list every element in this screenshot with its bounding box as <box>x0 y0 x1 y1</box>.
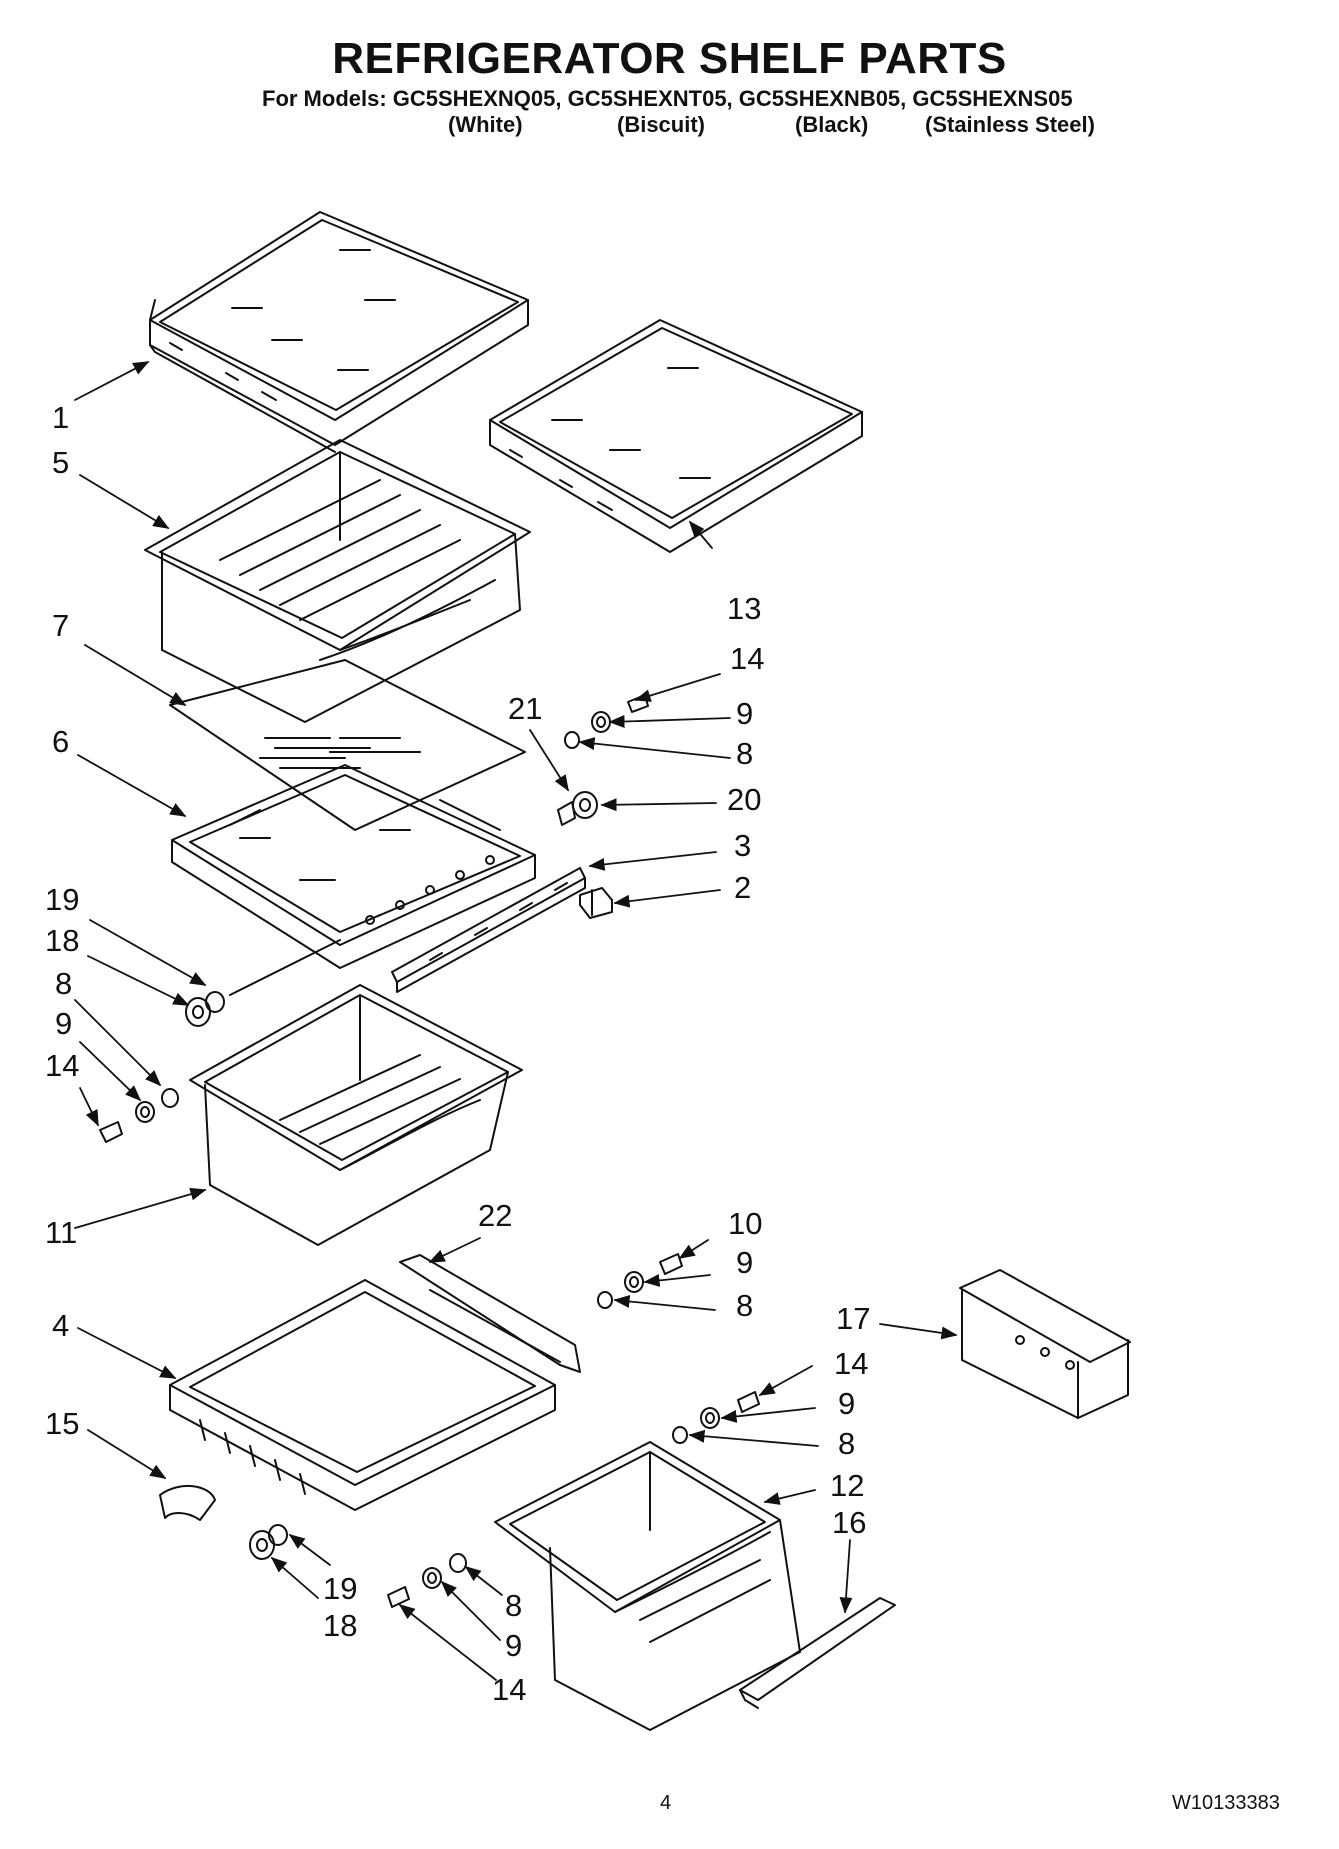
hardware-right-middle <box>597 1253 683 1309</box>
callout-label: 14 <box>45 1048 80 1083</box>
model-list: For Models: GC5SHEXNQ05, GC5SHEXNT05, GC… <box>262 86 1073 111</box>
page-number: 4 <box>660 1792 672 1814</box>
callout-label: 9 <box>505 1628 523 1663</box>
hardware-left <box>99 1088 179 1143</box>
callout-label: 14 <box>834 1346 869 1381</box>
callout-label: 8 <box>505 1588 523 1623</box>
model-colors: (White) (Biscuit) (Black) (Stainless Ste… <box>0 112 1339 142</box>
callout-label: 14 <box>492 1672 527 1707</box>
callout-label: 18 <box>45 923 80 958</box>
callout-label: 9 <box>736 1245 754 1280</box>
roller-part-18-19-left <box>185 939 341 1027</box>
callout-label: 21 <box>508 691 543 726</box>
callout-label: 9 <box>838 1386 856 1421</box>
callout-label: 8 <box>736 736 754 771</box>
bin-part-17 <box>959 1269 1131 1419</box>
callout-label: 10 <box>728 1206 763 1241</box>
page-title: REFRIGERATOR SHELF PARTS <box>332 34 1007 83</box>
callout-label: 8 <box>55 966 73 1001</box>
callout-label: 19 <box>45 882 80 917</box>
crisper-cover-part-6 <box>171 764 536 969</box>
callout-label: 16 <box>832 1505 867 1540</box>
crisper-drawer-part-5 <box>144 439 531 723</box>
callout-label: 11 <box>45 1215 78 1250</box>
color-biscuit: (Biscuit) <box>617 112 705 137</box>
callout-label: 18 <box>323 1608 358 1643</box>
clip-part-2 <box>579 887 613 919</box>
callout-label: 1 <box>52 400 70 435</box>
crisper-drawer-part-11 <box>189 984 523 1246</box>
hardware-right-lower <box>672 1391 760 1444</box>
callout-label: 8 <box>838 1426 856 1461</box>
callout-label: 14 <box>730 641 765 676</box>
color-stainless-steel: (Stainless Steel) <box>925 112 1095 137</box>
callout-label: 8 <box>736 1288 754 1323</box>
callout-label: 3 <box>734 828 752 863</box>
trim-part-16 <box>739 1597 896 1709</box>
shelf-frame-part-4 <box>169 1279 556 1511</box>
callout-label: 5 <box>52 445 70 480</box>
roller-part-18-19-lower <box>249 1524 288 1560</box>
drawer-part-12 <box>494 1441 801 1731</box>
slide-rail-part-3 <box>391 867 586 993</box>
callout-label: 7 <box>52 608 70 643</box>
glass-shelf-part-1 <box>149 211 529 453</box>
color-black: (Black) <box>795 112 869 137</box>
callout-label: 6 <box>52 724 70 759</box>
callout-label: 9 <box>55 1006 73 1041</box>
callout-label: 9 <box>736 696 754 731</box>
callout-label: 17 <box>836 1301 871 1336</box>
callout-label: 15 <box>45 1406 80 1441</box>
callout-label: 19 <box>323 1571 358 1606</box>
glass-insert-part-7 <box>169 659 526 831</box>
callout-label: 22 <box>478 1198 513 1233</box>
document-number: W10133383 <box>1172 1792 1280 1814</box>
glass-shelf-part-13 <box>489 319 863 553</box>
color-white: (White) <box>448 112 523 137</box>
tab-part-15 <box>159 1484 216 1521</box>
callout-label: 13 <box>727 591 762 626</box>
leader-arrows <box>74 361 958 1681</box>
hardware-bottom <box>387 1553 467 1608</box>
callout-label: 12 <box>830 1468 865 1503</box>
callout-label: 4 <box>52 1308 70 1343</box>
callout-label: 2 <box>734 870 752 905</box>
callout-label: 20 <box>727 782 762 817</box>
rail-part-22 <box>399 1254 581 1373</box>
